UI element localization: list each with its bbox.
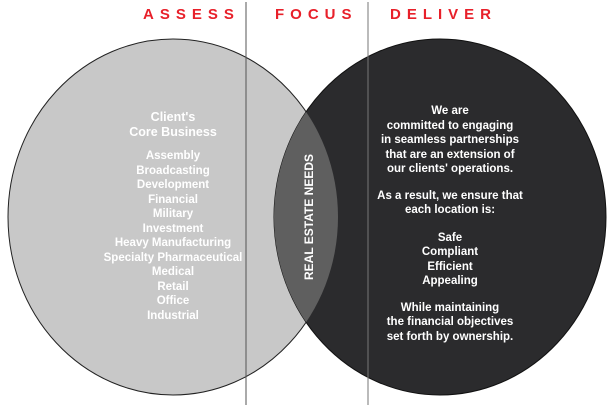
intro-line: our clients' operations. <box>386 163 514 175</box>
left-title: Core Business <box>129 124 217 139</box>
closing-line: the financial objectives <box>386 316 514 328</box>
left-title: Client's <box>150 110 196 124</box>
closing-line: set forth by ownership. <box>386 330 514 343</box>
header-deliver: DELIVER <box>390 6 498 23</box>
right-text: We are committed to engaging in seamless… <box>360 104 540 344</box>
intro-line: We are <box>431 105 469 117</box>
intro-line: committed to engaging <box>386 119 514 132</box>
industry-item: Heavy Manufacturing <box>114 237 232 249</box>
industry-item: Assembly <box>145 150 201 162</box>
quality-item: Safe <box>437 231 463 244</box>
result-line: As a result, we ensure that <box>377 189 523 202</box>
industry-item: Broadcasting <box>136 164 210 177</box>
industry-item: Development <box>136 179 210 191</box>
industry-item: Industrial <box>147 309 199 322</box>
industry-item: Investment <box>142 222 204 235</box>
quality-item: Efficient <box>427 260 473 273</box>
industry-item: Financial <box>148 193 198 206</box>
intro-line: in seamless partnerships <box>380 134 520 146</box>
intro-line: that are an extension of <box>385 148 515 161</box>
real-estate-needs-label: REAL ESTATE NEEDS <box>302 153 316 281</box>
header-assess: ASSESS <box>143 6 240 23</box>
industry-item: Office <box>156 295 190 307</box>
quality-item: Compliant <box>421 246 479 258</box>
left-text: Client's Core Business Assembly Broadcas… <box>68 110 278 323</box>
header-focus: FOCUS <box>275 6 358 23</box>
industry-item: Medical <box>151 266 195 278</box>
industry-item: Military <box>152 208 194 220</box>
industry-item: Specialty Pharmaceutical <box>103 251 243 264</box>
result-line: each location is: <box>404 204 496 216</box>
quality-item: Appealing <box>422 275 478 287</box>
industry-item: Retail <box>157 280 189 293</box>
closing-line: While maintaining <box>400 301 500 314</box>
